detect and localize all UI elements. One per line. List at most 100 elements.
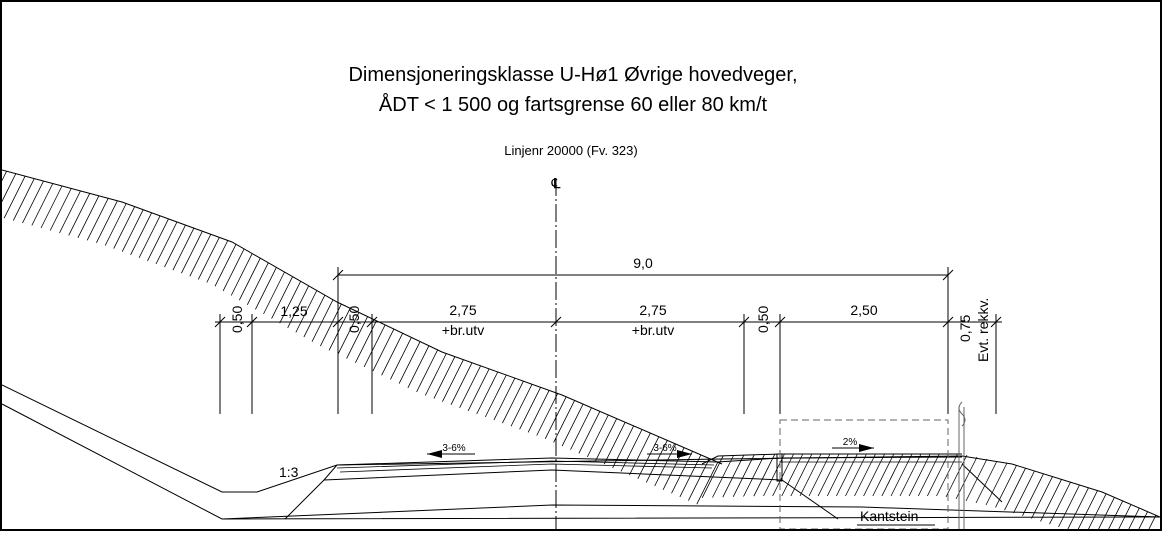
hatch-mark [696, 462, 719, 505]
hatch-mark [189, 234, 212, 277]
hatch-mark [214, 244, 237, 287]
hatch-mark [917, 453, 940, 497]
hatch-mark [424, 353, 447, 396]
terrain-hatch [0, 171, 719, 505]
hatch-mark [238, 258, 261, 301]
slope-arrow-left-head [427, 450, 442, 458]
road-surface-layer-2 [336, 460, 715, 469]
tick [332, 269, 344, 281]
hatch-mark [781, 453, 804, 497]
hatch-mark [612, 425, 634, 469]
hatch-mark [263, 271, 285, 315]
hatch-mark [553, 400, 575, 443]
dim-label-6: 0,50 [755, 306, 771, 333]
hatch-mark [502, 381, 524, 424]
hatch-mark [442, 359, 464, 402]
hatch-mark [476, 371, 499, 415]
dim-label-2: 1,25 [280, 303, 307, 319]
hatch-mark [407, 345, 430, 388]
hatch-mark [881, 453, 904, 497]
hatch-mark [772, 453, 794, 497]
hatch-mark [595, 418, 618, 461]
hatch-mark [59, 190, 81, 234]
hatch-mark [0, 173, 17, 207]
hatch-mark [467, 368, 490, 412]
hatch-mark [645, 440, 668, 483]
hatch-mark [908, 453, 931, 497]
hatch-mark [138, 215, 161, 258]
dim-label-4-sub: +br.utv [442, 322, 484, 338]
hatch-mark [155, 221, 178, 265]
hatch-mark [701, 455, 724, 498]
hatch-mark [346, 316, 368, 359]
hatch-mark [570, 407, 592, 450]
hatch-mark [995, 465, 1017, 508]
hatch-mark [790, 453, 813, 497]
hatch-mark [826, 453, 849, 497]
ditch-outline [1, 384, 1161, 518]
hatch-mark [544, 396, 567, 439]
hatch-mark [603, 422, 626, 465]
dim-label-1: 0,50 [229, 306, 245, 333]
hatch-mark [279, 281, 302, 324]
hatch-mark [1058, 484, 1080, 528]
detail-ext-lines [219, 314, 997, 414]
hatch-mark [104, 203, 127, 246]
hatch-mark [197, 237, 220, 280]
hatch-mark [303, 294, 326, 338]
hatch-mark [975, 460, 998, 504]
hatch-mark [927, 453, 949, 497]
hatch-mark [1115, 504, 1132, 534]
hatch-mark [817, 453, 840, 497]
slope-label-left: 3-6% [442, 443, 465, 454]
slope-label-right: 3-6% [653, 443, 676, 454]
hatch-mark [872, 453, 895, 497]
hatch-mark [22, 180, 44, 224]
hatch-mark [230, 253, 253, 296]
hatch-mark [206, 240, 229, 283]
hatch-mark [295, 290, 318, 333]
walkway-hatch [701, 453, 1157, 534]
hatch-mark [1105, 500, 1124, 534]
hatch-mark [688, 458, 710, 501]
terrain-slope-line [1, 169, 723, 465]
hatch-mark [671, 451, 693, 494]
hatch-mark [936, 453, 958, 497]
line-number-label: Linjenr 20000 (Fv. 323) [504, 143, 637, 158]
title-line-1: Dimensjoneringsklasse U-Hø1 Øvrige hoved… [348, 64, 797, 86]
hatch-mark [1067, 487, 1089, 530]
hatch-mark [1076, 490, 1098, 533]
hatch-mark [164, 224, 186, 268]
hatch-mark [68, 193, 91, 236]
hatch-mark [3, 176, 26, 219]
hatch-mark [1013, 470, 1035, 514]
hatch-mark [222, 248, 245, 292]
hatch-mark [96, 200, 118, 243]
break-symbol [958, 401, 966, 427]
railing-zone-box [779, 419, 949, 530]
kantstein-label: Kantstein [860, 508, 918, 524]
hatch-mark [536, 393, 559, 436]
hatch-mark [172, 228, 195, 271]
hatch-mark [12, 178, 35, 221]
hatch-mark [381, 333, 403, 376]
dim-label-5-sub: +br.utv [632, 322, 674, 338]
dim-label-3: 0,50 [346, 306, 362, 333]
hatch-mark [753, 454, 776, 497]
hatch-mark [0, 171, 7, 186]
road-base-lower [323, 469, 783, 481]
dim-label-8: 0,75 [957, 315, 973, 342]
hatch-mark [799, 453, 822, 497]
hatch-mark [629, 432, 651, 476]
hatch-mark [1085, 493, 1107, 534]
slope-arrow-right-head [677, 450, 692, 458]
hatch-mark [586, 414, 609, 458]
walkway-slope-label: 2% [843, 437, 858, 448]
hatch-mark [484, 374, 507, 418]
hatch-mark [372, 328, 395, 372]
hatch-mark [732, 454, 755, 497]
hatch-mark [1004, 468, 1026, 511]
hatch-mark [1040, 479, 1062, 522]
hatch-mark [181, 231, 203, 274]
